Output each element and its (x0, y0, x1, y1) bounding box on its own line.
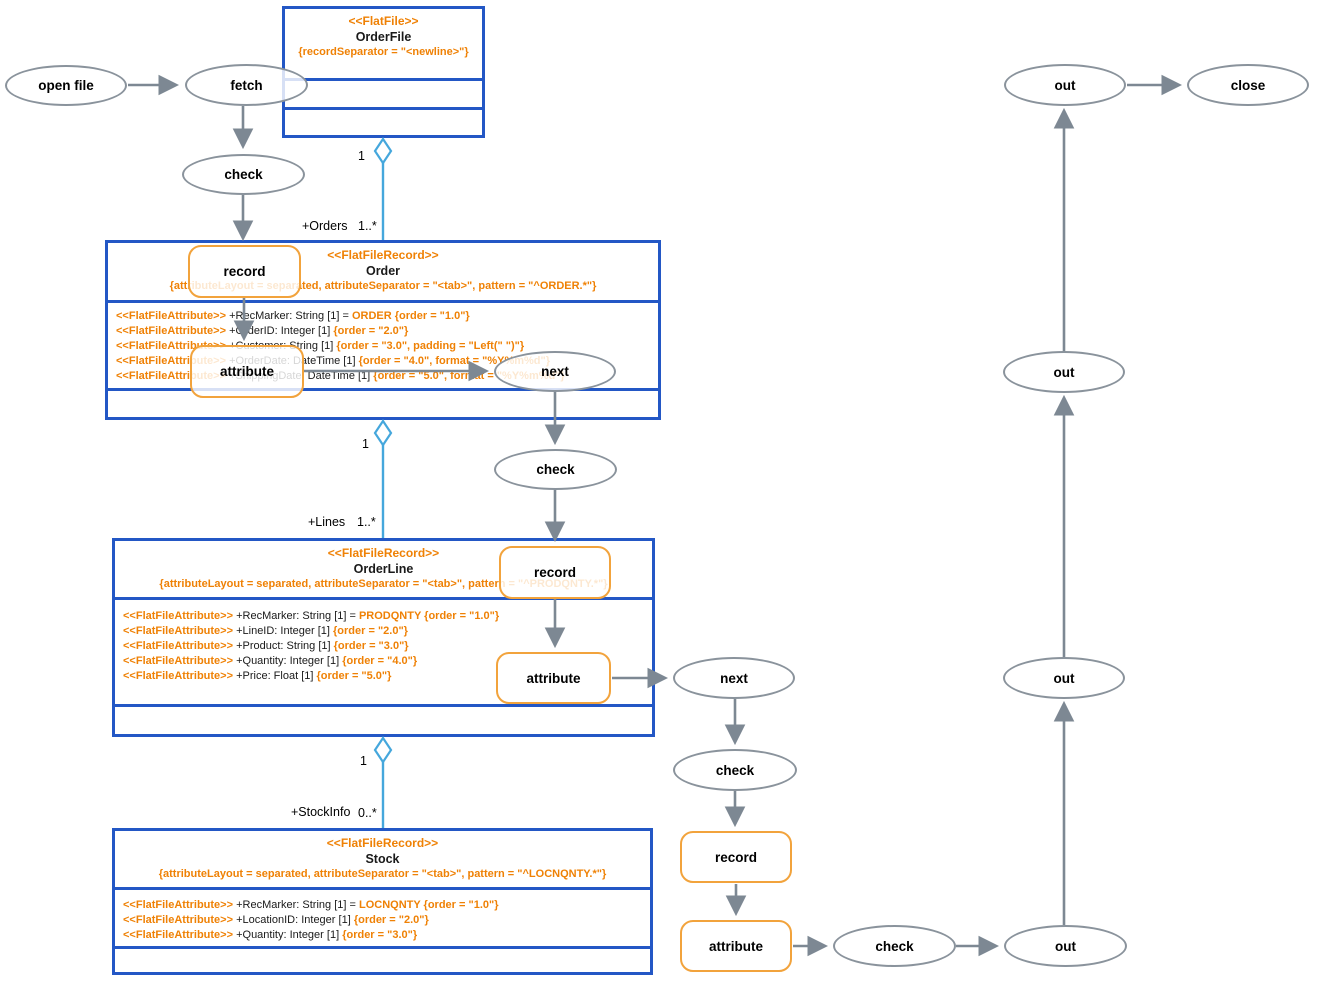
state-out-middle-1[interactable]: out (1003, 351, 1125, 393)
stock-constraint: {attributeLayout = separated, attributeS… (158, 868, 607, 880)
action-record-2[interactable]: record (499, 546, 611, 599)
label-stockinfo-role: +StockInfo (291, 805, 351, 819)
state-close[interactable]: close (1187, 64, 1309, 106)
class-attribute-row: <<FlatFileAttribute>> +Product: String [… (123, 640, 409, 652)
state-next-2[interactable]: next (673, 657, 795, 699)
class-attribute-row: <<FlatFileAttribute>> +Quantity: Integer… (123, 929, 418, 941)
orderfile-operations-compartment (285, 110, 482, 135)
stock-operations-compartment (115, 949, 650, 972)
orderline-stereotype: <<FlatFileRecord>> (327, 546, 440, 560)
orderfile-constraint: {recordSeparator = "<newline>"} (298, 46, 469, 58)
state-out-bottom-label: out (1055, 938, 1076, 954)
action-attribute-2[interactable]: attribute (496, 652, 611, 704)
aggregation-stockinfo[interactable] (373, 736, 393, 828)
class-attribute-row: <<FlatFileAttribute>> +LocationID: Integ… (123, 914, 429, 926)
class-orderfile[interactable]: <<FlatFile>> OrderFile {recordSeparator … (282, 6, 485, 138)
label-stockinfo-source-multiplicity: 1 (360, 754, 367, 768)
action-record-1[interactable]: record (188, 245, 301, 298)
class-attribute-row: <<FlatFileAttribute>> +RecMarker: String… (123, 610, 500, 622)
orderline-constraint: {attributeLayout = separated, attributeS… (159, 578, 608, 590)
stock-title: <<FlatFileRecord>> Stock {attributeLayou… (115, 831, 650, 890)
orderline-name: OrderLine (353, 562, 414, 576)
state-out-top-label: out (1054, 77, 1076, 93)
orderline-title: <<FlatFileRecord>> OrderLine {attributeL… (115, 541, 652, 600)
class-attribute-row: <<FlatFileAttribute>> +OrderID: Integer … (116, 325, 409, 337)
action-record-3[interactable]: record (680, 831, 792, 883)
action-record-3-label: record (714, 849, 758, 865)
orderline-operations-compartment (115, 707, 652, 734)
class-attribute-row: <<FlatFileAttribute>> +LineID: Integer [… (123, 625, 408, 637)
stock-attributes-compartment: <<FlatFileAttribute>> +RecMarker: String… (115, 890, 650, 949)
class-order[interactable]: <<FlatFileRecord>> Order {attributeLayou… (105, 240, 661, 420)
orderfile-stereotype: <<FlatFile>> (348, 14, 419, 28)
class-attribute-row: <<FlatFileAttribute>> +RecMarker: String… (123, 899, 499, 911)
flow-arrows[interactable] (128, 74, 1183, 957)
stock-stereotype: <<FlatFileRecord>> (326, 836, 439, 850)
action-attribute-2-label: attribute (526, 670, 581, 686)
class-attribute-row: <<FlatFileAttribute>> +RecMarker: String… (116, 310, 470, 322)
action-attribute-1[interactable]: attribute (190, 345, 304, 398)
orderline-attributes-compartment: <<FlatFileAttribute>> +RecMarker: String… (115, 600, 652, 707)
state-out-middle-2[interactable]: out (1003, 657, 1125, 699)
state-open-file-label: open file (38, 78, 94, 93)
state-open-file[interactable]: open file (5, 65, 127, 106)
orderfile-attributes-compartment (285, 81, 482, 110)
state-check-4[interactable]: check (833, 925, 956, 967)
aggregation-orders[interactable] (373, 137, 393, 240)
label-orders-role: +Orders (302, 219, 348, 233)
state-check-3[interactable]: check (673, 749, 797, 791)
action-record-1-label: record (223, 264, 266, 279)
state-check-2[interactable]: check (494, 449, 617, 490)
label-stockinfo-multiplicity: 0..* (358, 806, 377, 820)
action-attribute-1-label: attribute (220, 364, 274, 379)
state-next-2-label: next (720, 670, 748, 686)
order-operations-compartment (108, 391, 658, 417)
orderfile-name: OrderFile (355, 30, 412, 44)
state-close-label: close (1230, 77, 1266, 93)
state-fetch-label: fetch (230, 77, 263, 93)
state-check-1-label: check (224, 167, 263, 182)
class-attribute-row: <<FlatFileAttribute>> +Quantity: Integer… (123, 655, 418, 667)
action-attribute-3[interactable]: attribute (680, 920, 792, 972)
state-out-bottom[interactable]: out (1004, 925, 1127, 967)
label-lines-role: +Lines (308, 515, 346, 529)
state-next-1-label: next (541, 364, 569, 379)
state-check-2-label: check (536, 462, 575, 477)
state-out-top[interactable]: out (1004, 64, 1126, 106)
class-attribute-row: <<FlatFileAttribute>> +Price: Float [1] … (123, 670, 392, 682)
action-attribute-3-label: attribute (709, 938, 763, 954)
state-check-3-label: check (715, 762, 755, 778)
order-stereotype: <<FlatFileRecord>> (327, 248, 439, 262)
label-orders-source-multiplicity: 1 (358, 149, 365, 163)
orderfile-title: <<FlatFile>> OrderFile {recordSeparator … (285, 9, 482, 81)
state-check-1[interactable]: check (182, 154, 305, 195)
state-out-middle-1-label: out (1053, 364, 1075, 380)
state-check-4-label: check (875, 938, 914, 954)
state-fetch[interactable]: fetch (185, 64, 308, 106)
stock-name: Stock (365, 852, 400, 866)
label-lines-multiplicity: 1..* (357, 515, 376, 529)
state-out-middle-2-label: out (1053, 670, 1075, 686)
state-next-1[interactable]: next (494, 351, 616, 392)
action-record-2-label: record (533, 565, 577, 580)
order-name: Order (365, 264, 401, 278)
class-stock[interactable]: <<FlatFileRecord>> Stock {attributeLayou… (112, 828, 653, 975)
aggregation-lines[interactable] (373, 419, 393, 538)
label-lines-source-multiplicity: 1 (362, 437, 369, 451)
label-orders-multiplicity: 1..* (358, 219, 377, 233)
